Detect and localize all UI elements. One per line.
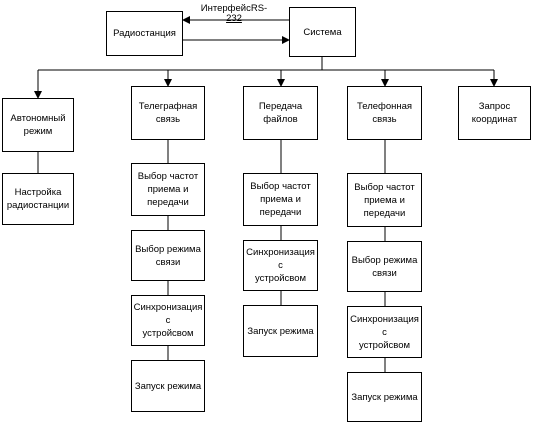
radio-station-box: Радиостанция — [106, 11, 183, 56]
autonomous-mode-box: Автономный режим — [2, 98, 74, 152]
telegraph-start-box: Запуск режима — [131, 360, 205, 412]
coordinates-request-box: Запрос координат — [458, 86, 531, 140]
files-sync-box: Синхронизация с устройсвом — [243, 240, 318, 291]
system-box: Система — [289, 7, 356, 57]
files-freq-box: Выбор частот приема и передачи — [243, 173, 318, 226]
phone-mode-box: Выбор режима связи — [347, 241, 422, 292]
files-start-box: Запуск режима — [243, 305, 318, 357]
radio-setup-box: Настройка радиостанции — [2, 173, 74, 225]
telegraph-mode-box: Выбор режима связи — [131, 230, 205, 281]
interface-label-line2: 232 — [226, 13, 242, 24]
telegraph-sync-box: Синхронизация с устройсвом — [131, 295, 205, 346]
telephone-link-box: Телефонная связь — [347, 86, 422, 140]
phone-freq-box: Выбор частот приема и передачи — [347, 173, 422, 227]
phone-sync-box: Синхронизация с устройсвом — [347, 306, 422, 358]
phone-start-box: Запуск режима — [347, 372, 422, 422]
interface-label-line1: ИнтерфейсRS- — [200, 3, 268, 14]
telegraph-link-box: Телеграфная связь — [131, 86, 205, 140]
file-transfer-box: Передача файлов — [243, 86, 318, 140]
telegraph-freq-box: Выбор частот приема и передачи — [131, 163, 205, 216]
